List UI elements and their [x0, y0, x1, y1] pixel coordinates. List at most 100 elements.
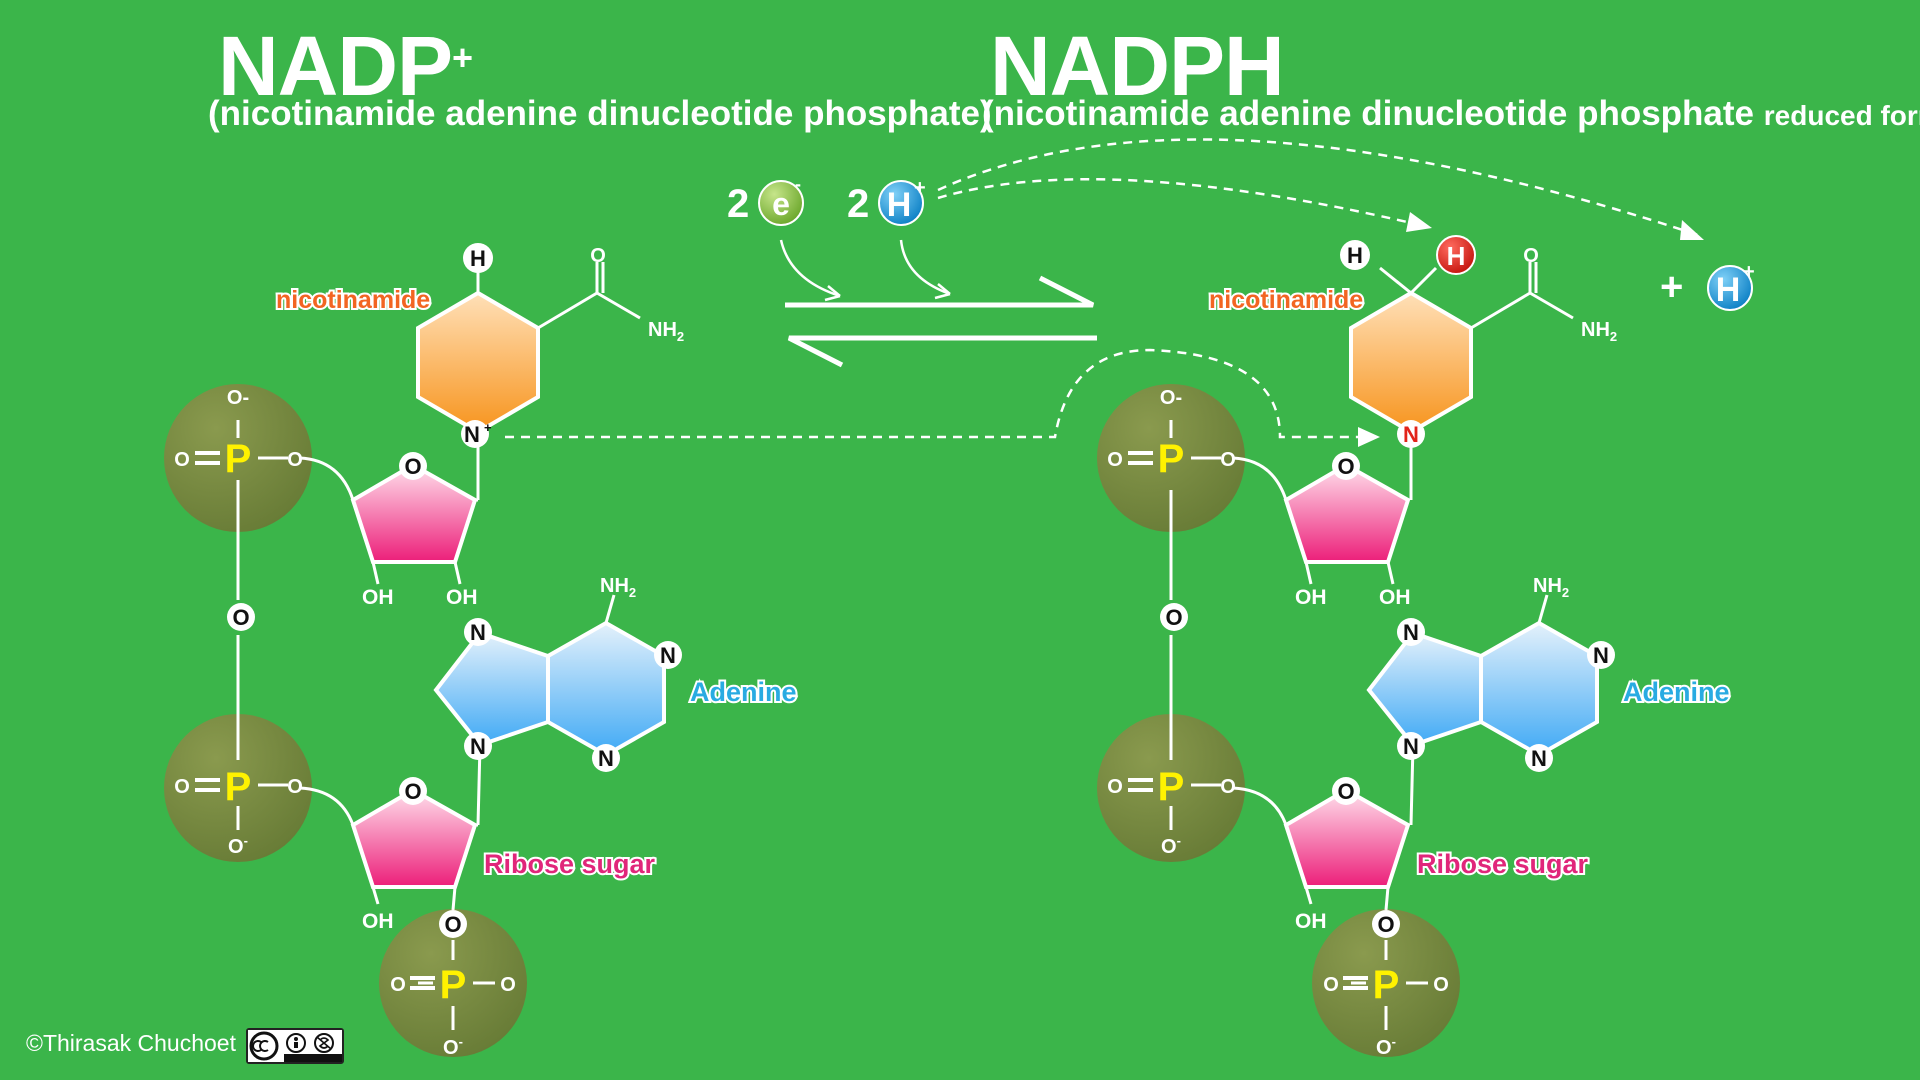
nadp-molecule: H O NH2 N + O OH OH O- O P O O O P O O- [164, 243, 799, 1059]
hydrogen-atom [463, 243, 493, 273]
nadph-title: NADPH [990, 19, 1285, 113]
bond [1379, 266, 1412, 295]
phosphate-group [1097, 384, 1245, 532]
proton-coefficient: 2 [847, 182, 869, 226]
atom-label: H [1447, 241, 1466, 271]
ribose-label: Ribose sugar [484, 849, 656, 879]
nicotinamide-ring [1349, 290, 1473, 435]
bond [451, 886, 457, 911]
oxygen-atom [399, 777, 427, 805]
atom-label: H [470, 246, 486, 271]
proton-symbol: H [887, 186, 912, 224]
by-glyph-body [294, 1042, 298, 1048]
ribose-ring [350, 462, 478, 564]
hydrogen-atom [1340, 240, 1370, 270]
bond [1384, 886, 1390, 911]
nicotinamide-label: nicotinamide [1209, 286, 1363, 314]
ribose-ring [1283, 787, 1411, 889]
bond [371, 561, 380, 585]
atom-label: O [590, 245, 606, 267]
atom-label: O [174, 776, 190, 798]
nc-glyph [316, 1036, 332, 1050]
atom-label: NH2 [1581, 319, 1617, 344]
dashed-arrowheads [1358, 212, 1704, 447]
atom-label: O [404, 454, 421, 479]
atom-label: O [1337, 454, 1354, 479]
proton-curve-arrow [899, 239, 951, 296]
arrowhead-to-h [1406, 212, 1432, 232]
oxygen-atom [439, 910, 467, 938]
bond [299, 456, 355, 501]
forward-arrow [785, 275, 1095, 308]
atom-label: O- [228, 833, 248, 858]
released-proton-charge: + [1743, 261, 1755, 283]
bond [299, 786, 355, 826]
atom-label: O [287, 449, 303, 471]
cc-license-badge[interactable] [246, 1028, 344, 1064]
nadph-subtitle: (nicotinamide adenine dinucleotide phosp… [982, 94, 1920, 133]
adenine-five-ring [433, 630, 550, 748]
phosphorus-label: P [1373, 963, 1400, 1007]
oxygen-atom [227, 603, 255, 631]
electron-symbol: e [772, 186, 790, 222]
charge-label: + [484, 420, 492, 435]
dashed-arrow-hydride [505, 348, 1375, 439]
atom-label: O [1220, 449, 1236, 471]
atom-label: N [464, 422, 480, 447]
phosphate-group [379, 909, 527, 1057]
nadp-subtitle: (nicotinamide adenine dinucleotide phosp… [208, 94, 992, 133]
oxygen-atom [399, 452, 427, 480]
dashed-arrows [505, 138, 1699, 439]
adenine-six-ring [1479, 620, 1599, 758]
proton-icon [878, 180, 924, 226]
proton-charge: + [914, 177, 926, 199]
nadp-title: NADP+ [218, 19, 473, 113]
released-proton-symbol: H [1716, 271, 1741, 309]
bond [371, 886, 380, 905]
bond [1470, 291, 1531, 330]
equilibrium-arrows [785, 275, 1097, 368]
license-icons [248, 1030, 342, 1062]
nicotinamide-ring [416, 290, 540, 435]
bond [1529, 291, 1574, 320]
atom-label: O [174, 449, 190, 471]
proton-curve-arrowhead [934, 283, 951, 300]
atom-label: O [232, 605, 249, 630]
nicotinamide-label: nicotinamide [276, 286, 430, 314]
bond [1232, 786, 1288, 826]
nitrogen-atom [1587, 641, 1615, 669]
adenine-label: Adenine [1623, 677, 1730, 707]
electron-curve-arrow [779, 239, 841, 298]
ribose-ring [350, 787, 478, 889]
ribose-label: Ribose sugar [1417, 849, 1589, 879]
atom-label: N [470, 620, 486, 645]
plus-sign: + [1660, 265, 1683, 309]
atom-label: O- [1161, 833, 1181, 858]
released-proton: + H + [1660, 261, 1755, 311]
phosphate-group [1312, 909, 1460, 1057]
atom-label: OH [1295, 910, 1327, 933]
electron-group: 2 e - [727, 174, 804, 226]
phosphate-group [1097, 714, 1245, 862]
atom-label: O [1433, 974, 1449, 996]
bond [1386, 561, 1395, 585]
bond [1304, 886, 1313, 905]
phosphorus-label: P [225, 765, 252, 809]
atom-label: O [1165, 605, 1182, 630]
electron-icon [758, 180, 804, 226]
atom-label: O [1220, 776, 1236, 798]
double-bonds [1128, 451, 1368, 990]
adenine-six-ring [546, 620, 666, 758]
oxygen-atom [1372, 910, 1400, 938]
atom-label: O- [443, 1034, 463, 1059]
electron-curve-arrowhead [824, 285, 841, 302]
phosphorus-label: P [225, 437, 252, 481]
atom-label: O- [227, 387, 249, 409]
by-glyph-head [294, 1037, 298, 1041]
atom-label: OH [1295, 586, 1327, 609]
bond [453, 561, 462, 585]
atom-label: O [390, 974, 406, 996]
dashed-arrow-to-h [937, 178, 1421, 227]
nitrogen-atom [464, 732, 492, 760]
